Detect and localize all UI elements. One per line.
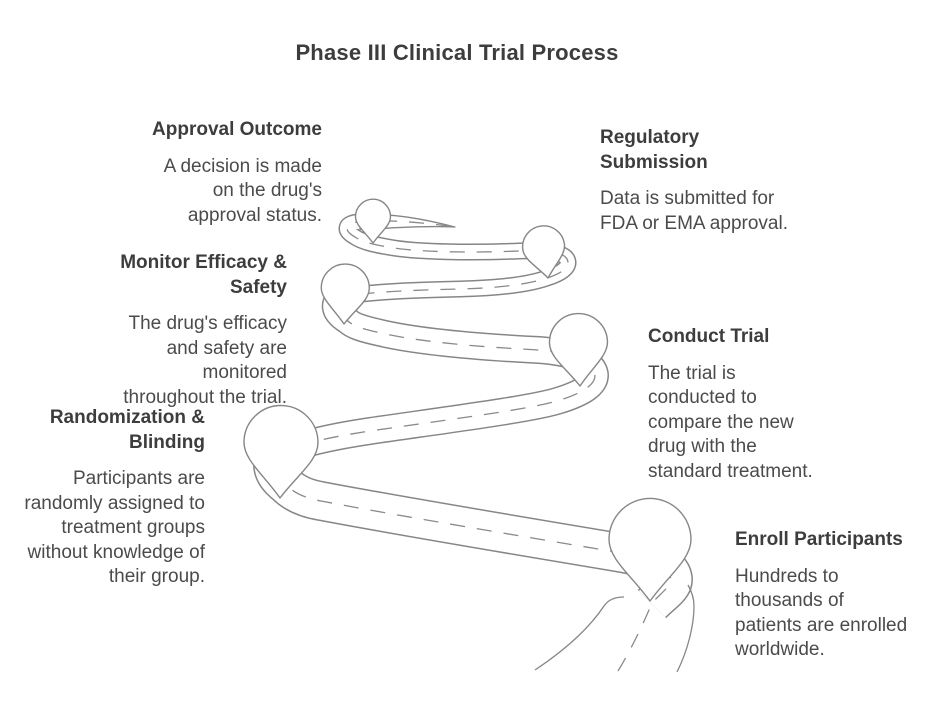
step-title-approval-outcome: Approval Outcome xyxy=(152,119,322,140)
step-description-enroll-participants: Hundreds to thousands of patients are en… xyxy=(735,565,908,661)
road-centerline xyxy=(272,220,672,672)
map-pin-icon-randomization-blinding xyxy=(243,404,319,499)
step-regulatory-submission: Regulatory Submission Data is submitted … xyxy=(600,126,840,236)
step-title-randomization-blinding: Randomization & Blinding xyxy=(49,407,205,453)
map-pin-icon-conduct-trial xyxy=(548,312,609,387)
step-monitor-efficacy-safety: Monitor Efficacy & Safety The drug's eff… xyxy=(47,251,287,410)
step-randomization-blinding: Randomization & Blinding Participants ar… xyxy=(0,406,205,590)
step-conduct-trial: Conduct Trial The trial is conducted to … xyxy=(648,325,888,484)
step-title-conduct-trial: Conduct Trial xyxy=(648,326,770,347)
map-pin-icon-regulatory-submission xyxy=(521,225,566,279)
map-pin-icon-monitor-efficacy-safety xyxy=(320,263,370,325)
step-approval-outcome: Approval Outcome A decision is made on t… xyxy=(82,118,322,228)
step-title-enroll-participants: Enroll Participants xyxy=(735,529,903,550)
step-description-conduct-trial: The trial is conducted to compare the ne… xyxy=(648,362,813,482)
step-title-monitor-efficacy-safety: Monitor Efficacy & Safety xyxy=(120,252,287,298)
step-description-regulatory-submission: Data is submitted for FDA or EMA approva… xyxy=(600,188,788,234)
step-description-monitor-efficacy-safety: The drug's efficacy and safety are monit… xyxy=(123,313,287,408)
map-pin-icon-enroll-participants xyxy=(608,497,692,602)
page-title: Phase III Clinical Trial Process xyxy=(295,40,619,65)
step-description-approval-outcome: A decision is made on the drug's approva… xyxy=(163,155,322,226)
step-enroll-participants: Enroll Participants Hundreds to thousand… xyxy=(735,528,949,663)
road-flared-entrance xyxy=(534,584,695,673)
step-title-regulatory-submission: Regulatory Submission xyxy=(600,127,708,173)
road-segment-middle xyxy=(274,282,609,466)
step-description-randomization-blinding: Participants are randomly assigned to tr… xyxy=(24,468,205,587)
map-pin-icon-approval-outcome xyxy=(354,198,392,244)
